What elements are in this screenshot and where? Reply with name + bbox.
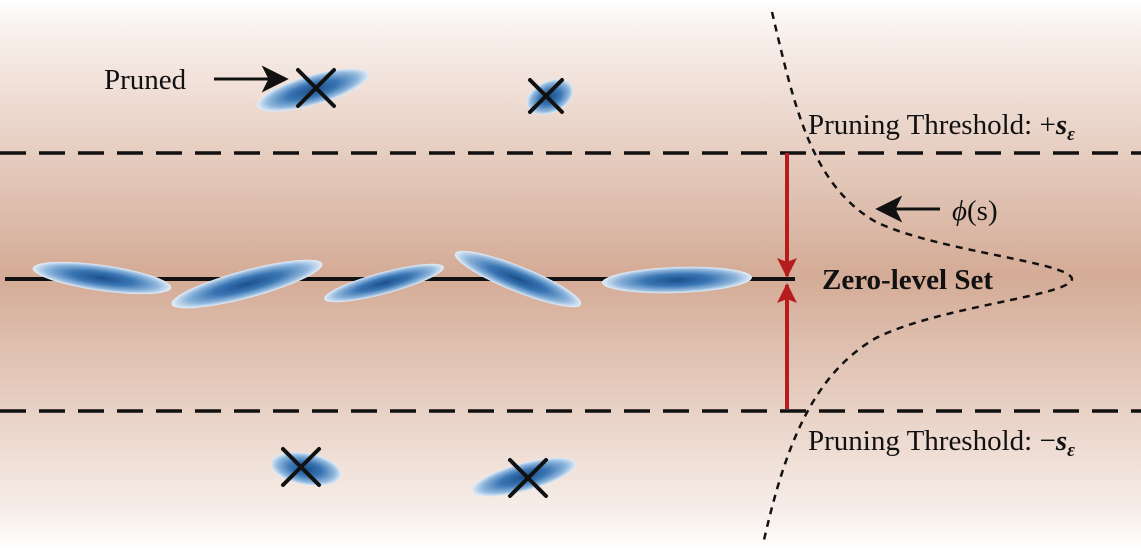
phi-label: ϕ(s) (952, 195, 998, 227)
upper-threshold-label: Pruning Threshold: +sε (808, 109, 1075, 145)
lower-threshold-label: Pruning Threshold: −sε (808, 425, 1075, 461)
gaussian-ellipse (171, 259, 323, 309)
pruned-gaussian-ellipse (471, 457, 577, 497)
gaussian-ellipse (32, 261, 172, 295)
prune-x-mark (296, 68, 336, 108)
gaussian-ellipse (454, 250, 582, 308)
gaussian-ellipse (324, 263, 444, 303)
phi-curve (762, 11, 1074, 541)
prune-x-mark (528, 78, 564, 114)
prune-x-mark (508, 458, 548, 498)
zero-level-set-label: Zero-level Set (822, 264, 993, 296)
prune-x-mark (281, 447, 321, 487)
pruned-label: Pruned (104, 64, 187, 96)
gaussian-ellipse (602, 266, 752, 294)
